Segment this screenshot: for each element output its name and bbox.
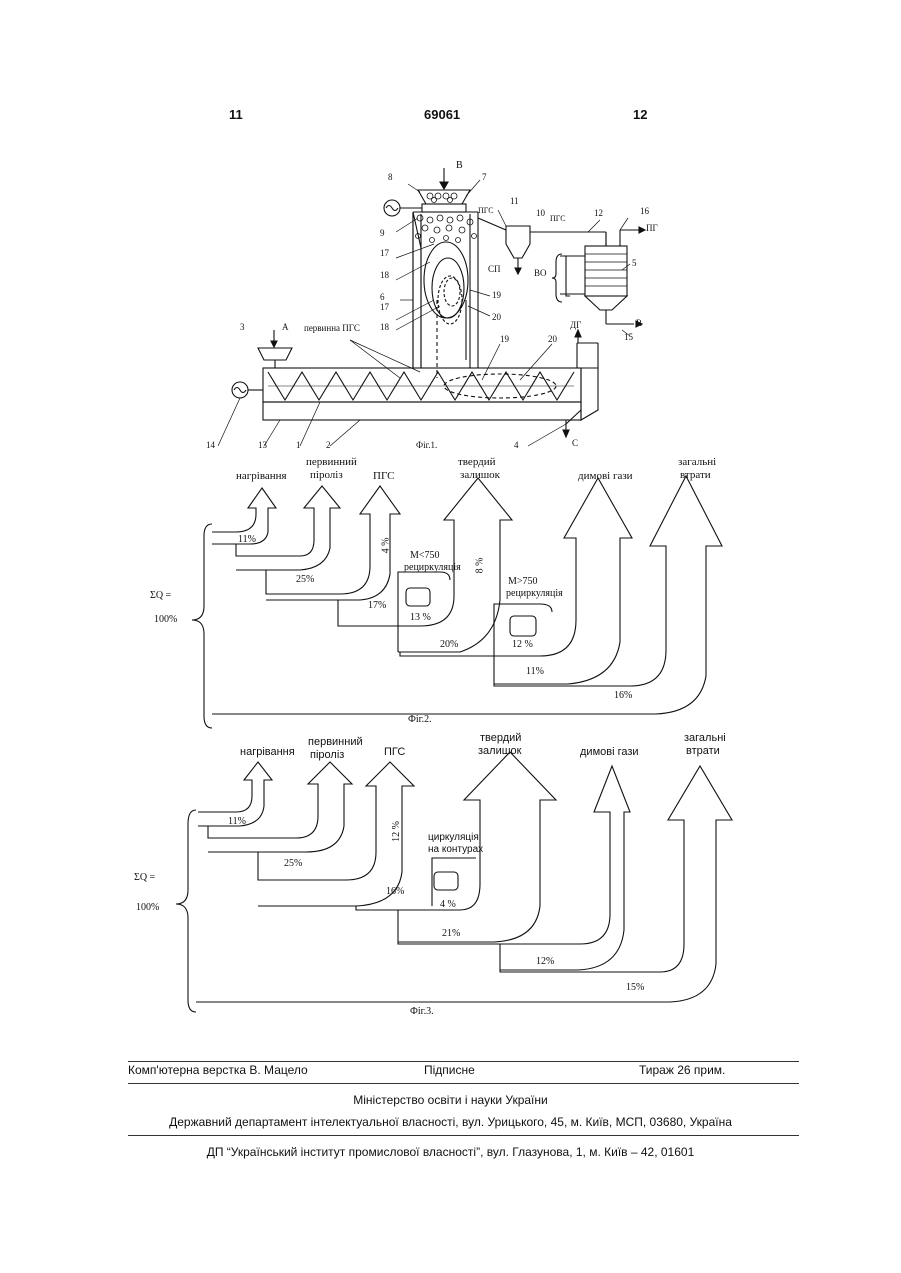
fig3-value-losses: 15% [626, 982, 644, 993]
fig3-value-solid-stream: 21% [442, 928, 460, 939]
fig3-label-heating: нагрівання [240, 746, 295, 758]
fig3-label-solid-1: твердий [480, 732, 521, 744]
fig3-value-flue: 12% [536, 956, 554, 967]
footer-ministry: Міністерство освіти і науки України [0, 1093, 901, 1107]
footer-department: Державний департамент інтелектуальної вл… [0, 1115, 901, 1129]
footer-circulation: Тираж 26 прим. [639, 1063, 725, 1077]
fig3-value-circ: 4 % [440, 899, 456, 910]
fig3-label-pyrolysis-1: первинний [308, 736, 363, 748]
fig3-label-solid-2: залишок [478, 745, 521, 757]
fig3-label-losses-1: загальні [684, 732, 726, 744]
fig3-value-pyrolysis: 25% [284, 858, 302, 869]
footer-institute: ДП “Український інститут промислової вла… [0, 1145, 901, 1159]
fig3-circ-label-2: на контурах [428, 844, 483, 855]
footer-layout: Комп'ютерна верстка В. Мацело [128, 1063, 308, 1077]
footer-rule-bottom [128, 1135, 799, 1136]
fig3-label-pgs: ПГС [384, 746, 405, 758]
fig3-sum-label: ΣQ = [134, 872, 155, 883]
fig3-value-heating: 11% [228, 816, 246, 827]
footer-signed: Підписне [424, 1063, 475, 1077]
fig3-label-flue: димові гази [580, 746, 639, 758]
fig3-label-losses-2: втрати [686, 745, 720, 757]
fig3-value-pgs-stream: 16% [386, 886, 404, 897]
fig3-circ-label-1: циркуляція [428, 832, 479, 843]
footer-rule-middle [128, 1083, 799, 1084]
fig3-value-pgs-out: 12 % [391, 821, 402, 842]
fig3-sum-value: 100% [136, 902, 159, 913]
fig3-label-pyrolysis-2: піроліз [310, 749, 344, 761]
footer-rule-top [128, 1061, 799, 1062]
fig3-caption: Фіг.3. [410, 1006, 434, 1017]
